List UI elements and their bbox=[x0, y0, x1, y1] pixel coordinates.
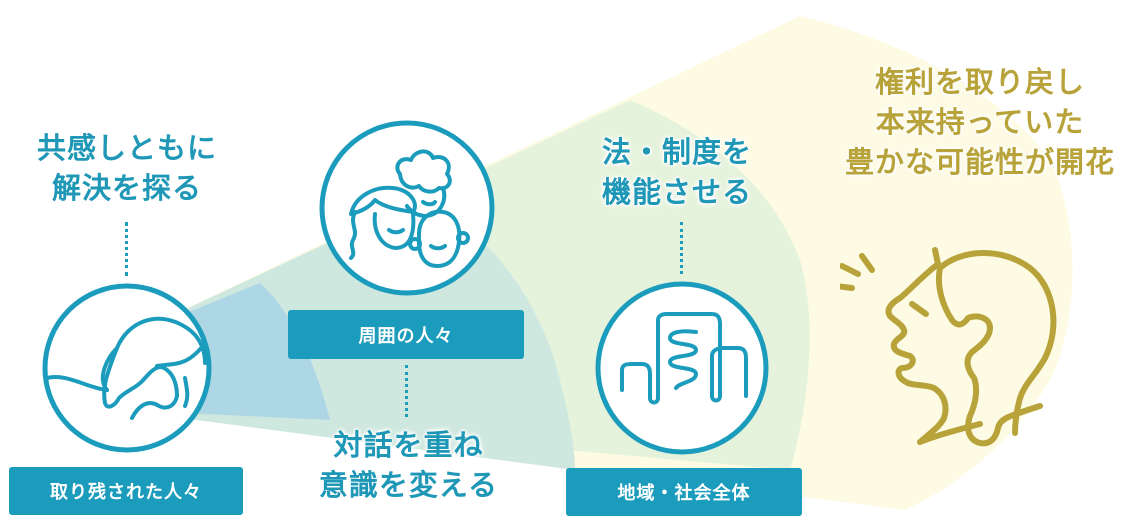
caption-surrounding-people: 対話を重ね 意識を変える bbox=[296, 425, 521, 505]
caption-community-society: 法・制度を 機能させる bbox=[582, 132, 772, 212]
city-buildings-icon bbox=[595, 281, 769, 455]
label-surrounding-people: 周囲の人々 bbox=[288, 310, 524, 359]
caption-line: 機能させる bbox=[601, 175, 752, 209]
caption-line: 本来持っていた bbox=[875, 105, 1085, 139]
group-of-people-icon bbox=[319, 120, 495, 296]
connector-dots bbox=[680, 222, 683, 274]
caption-outcome: 権利を取り戻し 本来持っていた 豊かな可能性が開花 bbox=[840, 62, 1120, 182]
caption-line: 豊かな可能性が開花 bbox=[844, 145, 1115, 179]
caption-line: 共感しともに bbox=[36, 131, 217, 165]
caption-left-behind: 共感しともに 解決を探る bbox=[18, 128, 236, 208]
empowered-person-speaking-icon bbox=[840, 247, 1057, 447]
connector-dots bbox=[405, 365, 408, 417]
caption-line: 法・制度を bbox=[601, 135, 752, 169]
label-community-society: 地域・社会全体 bbox=[566, 468, 802, 516]
caption-line: 解決を探る bbox=[51, 171, 202, 205]
distressed-person-icon bbox=[42, 283, 212, 453]
caption-line: 権利を取り戻し bbox=[874, 65, 1085, 99]
caption-line: 対話を重ね bbox=[333, 428, 484, 462]
label-left-behind: 取り残された人々 bbox=[9, 467, 243, 515]
connector-dots bbox=[125, 222, 128, 276]
caption-line: 意識を変える bbox=[318, 468, 499, 502]
